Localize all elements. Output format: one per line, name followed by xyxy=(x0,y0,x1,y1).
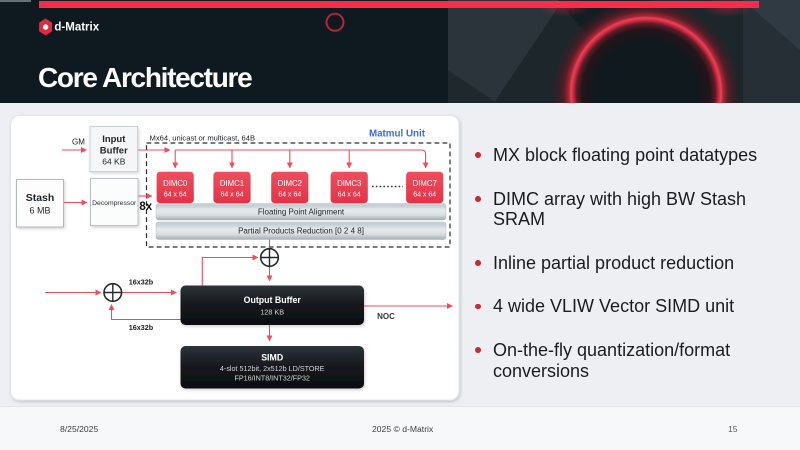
svg-text:16x32b: 16x32b xyxy=(129,278,154,287)
svg-text:Input: Input xyxy=(102,134,126,145)
svg-text:Decompressor: Decompressor xyxy=(92,200,137,207)
svg-text:128 KB: 128 KB xyxy=(260,308,284,317)
svg-text:DIMC0: DIMC0 xyxy=(163,179,188,188)
svg-text:16x32b: 16x32b xyxy=(129,323,154,332)
svg-text:GM: GM xyxy=(72,138,85,147)
svg-text:64 x 64: 64 x 64 xyxy=(164,192,187,199)
svg-text:64 x 64: 64 x 64 xyxy=(278,192,301,199)
svg-text:Stash: Stash xyxy=(26,192,55,204)
svg-text:64 x 64: 64 x 64 xyxy=(413,192,436,199)
svg-text:DIMC2: DIMC2 xyxy=(278,179,302,188)
svg-text:Output Buffer: Output Buffer xyxy=(244,295,302,305)
svg-text:DIMC7: DIMC7 xyxy=(413,179,437,188)
svg-text:Matmul Unit: Matmul Unit xyxy=(369,128,426,139)
svg-text:64 x 64: 64 x 64 xyxy=(338,192,361,199)
svg-text:Floating Point Alignment: Floating Point Alignment xyxy=(258,208,345,217)
svg-text:64 x 64: 64 x 64 xyxy=(221,192,244,199)
svg-text:Partial Products Reduction [0: Partial Products Reduction [0 2 4 8] xyxy=(238,227,364,236)
svg-text:DIMC1: DIMC1 xyxy=(220,179,244,188)
svg-text:NOC: NOC xyxy=(377,312,395,321)
svg-text:6 MB: 6 MB xyxy=(29,206,50,216)
svg-text:64 KB: 64 KB xyxy=(102,157,125,167)
svg-text:8x: 8x xyxy=(139,201,152,213)
svg-text:SIMD: SIMD xyxy=(261,353,283,363)
svg-text:DIMC3: DIMC3 xyxy=(337,179,361,188)
svg-text:d-Matrix: d-Matrix xyxy=(54,22,99,34)
svg-text:Buffer: Buffer xyxy=(100,146,128,157)
svg-text:Mx64, unicast or multicast, 64: Mx64, unicast or multicast, 64B xyxy=(150,134,256,143)
svg-text:FP16/INT8/INT32/FP32: FP16/INT8/INT32/FP32 xyxy=(234,374,310,383)
svg-text:4-slot 512bit, 2x512b LD/STORE: 4-slot 512bit, 2x512b LD/STORE xyxy=(220,364,325,373)
